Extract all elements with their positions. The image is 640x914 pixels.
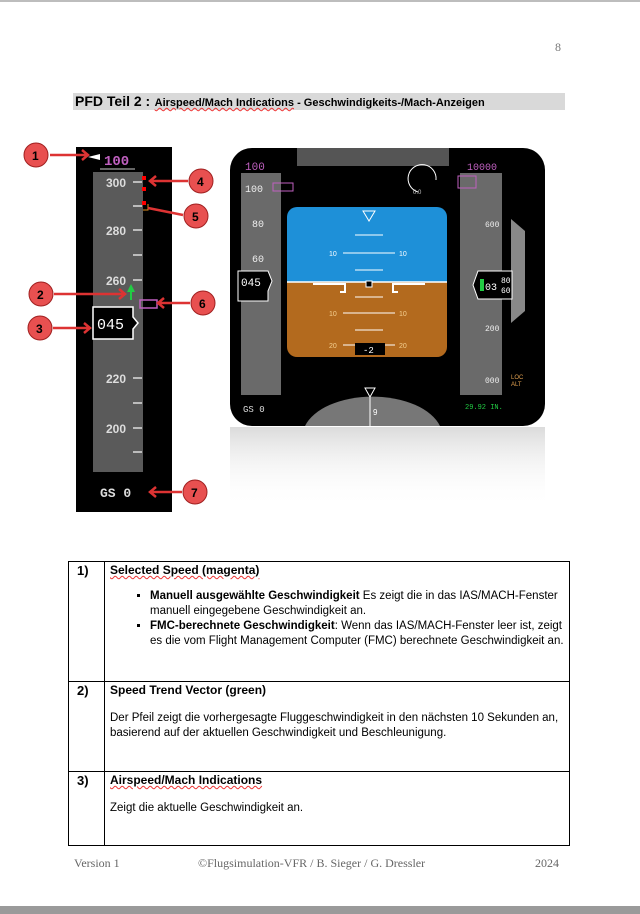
pitch-label: 20 <box>399 343 407 350</box>
list-item: Manuell ausgewählte Geschwindigkeit Es z… <box>150 589 564 619</box>
footer-copyright: ©Flugsimulation-VFR / B. Sieger / G. Dre… <box>198 856 426 870</box>
title-sub-a: Airspeed/Mach Indications <box>154 97 295 109</box>
ground-speed: GS 0 <box>100 486 131 501</box>
callout-5: 5 <box>192 210 199 224</box>
row-heading: Airspeed/Mach Indications <box>110 773 263 787</box>
title-sub-b: - Geschwindigkeits-/Mach-Anzeigen <box>294 97 485 109</box>
callout-4: 4 <box>197 175 204 189</box>
bug-icon <box>88 154 100 160</box>
row-heading: Speed Trend Vector (green) <box>110 683 267 697</box>
pitch-label: 10 <box>329 311 337 318</box>
page-number: 8 <box>555 40 561 54</box>
ground <box>287 282 447 357</box>
mode-alt: ALT <box>511 382 522 388</box>
table-row: 1) Selected Speed (magenta) Manuell ausg… <box>68 561 570 682</box>
info-table: 1) Selected Speed (magenta) Manuell ausg… <box>68 561 570 846</box>
sky <box>287 207 447 282</box>
current-speed-box <box>92 306 139 340</box>
aircraft-symbol-right <box>392 283 425 293</box>
table-row: 2) Speed Trend Vector (green) Der Pfeil … <box>68 681 570 772</box>
callout-1: 1 <box>32 149 39 163</box>
row-text: Zeigt die aktuelle Geschwindigkeit an. <box>110 802 304 814</box>
pitch-label: 10 <box>329 251 337 258</box>
page-bottom-border <box>0 906 640 914</box>
callout-2: 2 <box>37 288 44 302</box>
list-item: FMC-berechnete Geschwindigkeit: Wenn das… <box>150 619 564 649</box>
row-number: 2) <box>68 681 105 772</box>
selected-speed: 100 <box>104 154 129 170</box>
tick-label: 200 <box>106 422 126 436</box>
pfd-ground-speed: GS 0 <box>243 405 265 415</box>
tick-label: 260 <box>106 274 126 288</box>
pfd-tick: 80 <box>252 220 264 231</box>
footer-year: 2024 <box>535 856 559 870</box>
current-altitude: 03 <box>485 283 497 294</box>
callouts: 1 2 3 4 5 6 7 <box>23 142 216 505</box>
alt-roll: 60 <box>501 287 511 296</box>
tick-label: 280 <box>106 224 126 238</box>
selected-speed-bug <box>139 299 158 309</box>
mode-loc: LOC <box>511 375 524 381</box>
aircraft-symbol-left <box>313 283 346 293</box>
row-heading: Selected Speed (magenta) <box>110 563 260 577</box>
footer-version: Version 1 <box>74 856 120 870</box>
page-title: PFD Teil 2 : Airspeed/Mach Indications -… <box>73 93 565 110</box>
alt-roll: 80 <box>501 277 511 286</box>
gauge-value: 0.0 <box>413 190 422 196</box>
selected-altitude: 10000 <box>467 163 497 174</box>
speed-tape-figure: 100 300 280 260 220 200 045 GS 0 <box>23 142 216 512</box>
pfd-figure: 100 100 80 60 045 GS 0 10 10 10 10 20 20… <box>230 148 545 507</box>
baro-setting: 29.92 IN. <box>465 404 503 412</box>
current-speed: 045 <box>97 317 124 334</box>
callout-3: 3 <box>36 322 43 336</box>
title-main: PFD Teil 2 : <box>75 93 151 109</box>
alt-tick: 200 <box>485 325 500 334</box>
table-row: 3) Airspeed/Mach Indications Zeigt die a… <box>68 771 570 846</box>
vertical-speed-indicator <box>511 219 525 323</box>
callout-6: 6 <box>199 297 206 311</box>
alt-tick: 000 <box>485 377 500 386</box>
row-number: 3) <box>68 771 105 846</box>
page-top-border <box>0 0 640 2</box>
row-text: Der Pfeil zeigt die vorhergesagte Flugge… <box>110 712 559 739</box>
pitch-label: 20 <box>329 343 337 350</box>
pfd-tick: 100 <box>245 185 263 196</box>
vs-readout: -2 <box>363 346 374 356</box>
tick-label: 300 <box>106 176 126 190</box>
tick-label: 220 <box>106 372 126 386</box>
pfd-current-speed: 045 <box>241 278 261 290</box>
row-number: 1) <box>68 561 105 682</box>
callout-7: 7 <box>191 486 198 500</box>
pitch-label: 10 <box>399 311 407 318</box>
alt-tick: 600 <box>485 221 500 230</box>
heading-mark: 9 <box>373 408 378 417</box>
pfd-tick: 60 <box>252 255 264 266</box>
heading-compass <box>305 396 440 426</box>
gauge-icon <box>407 164 437 193</box>
pitch-label: 10 <box>399 251 407 258</box>
pfd-selected-speed: 100 <box>245 162 265 174</box>
